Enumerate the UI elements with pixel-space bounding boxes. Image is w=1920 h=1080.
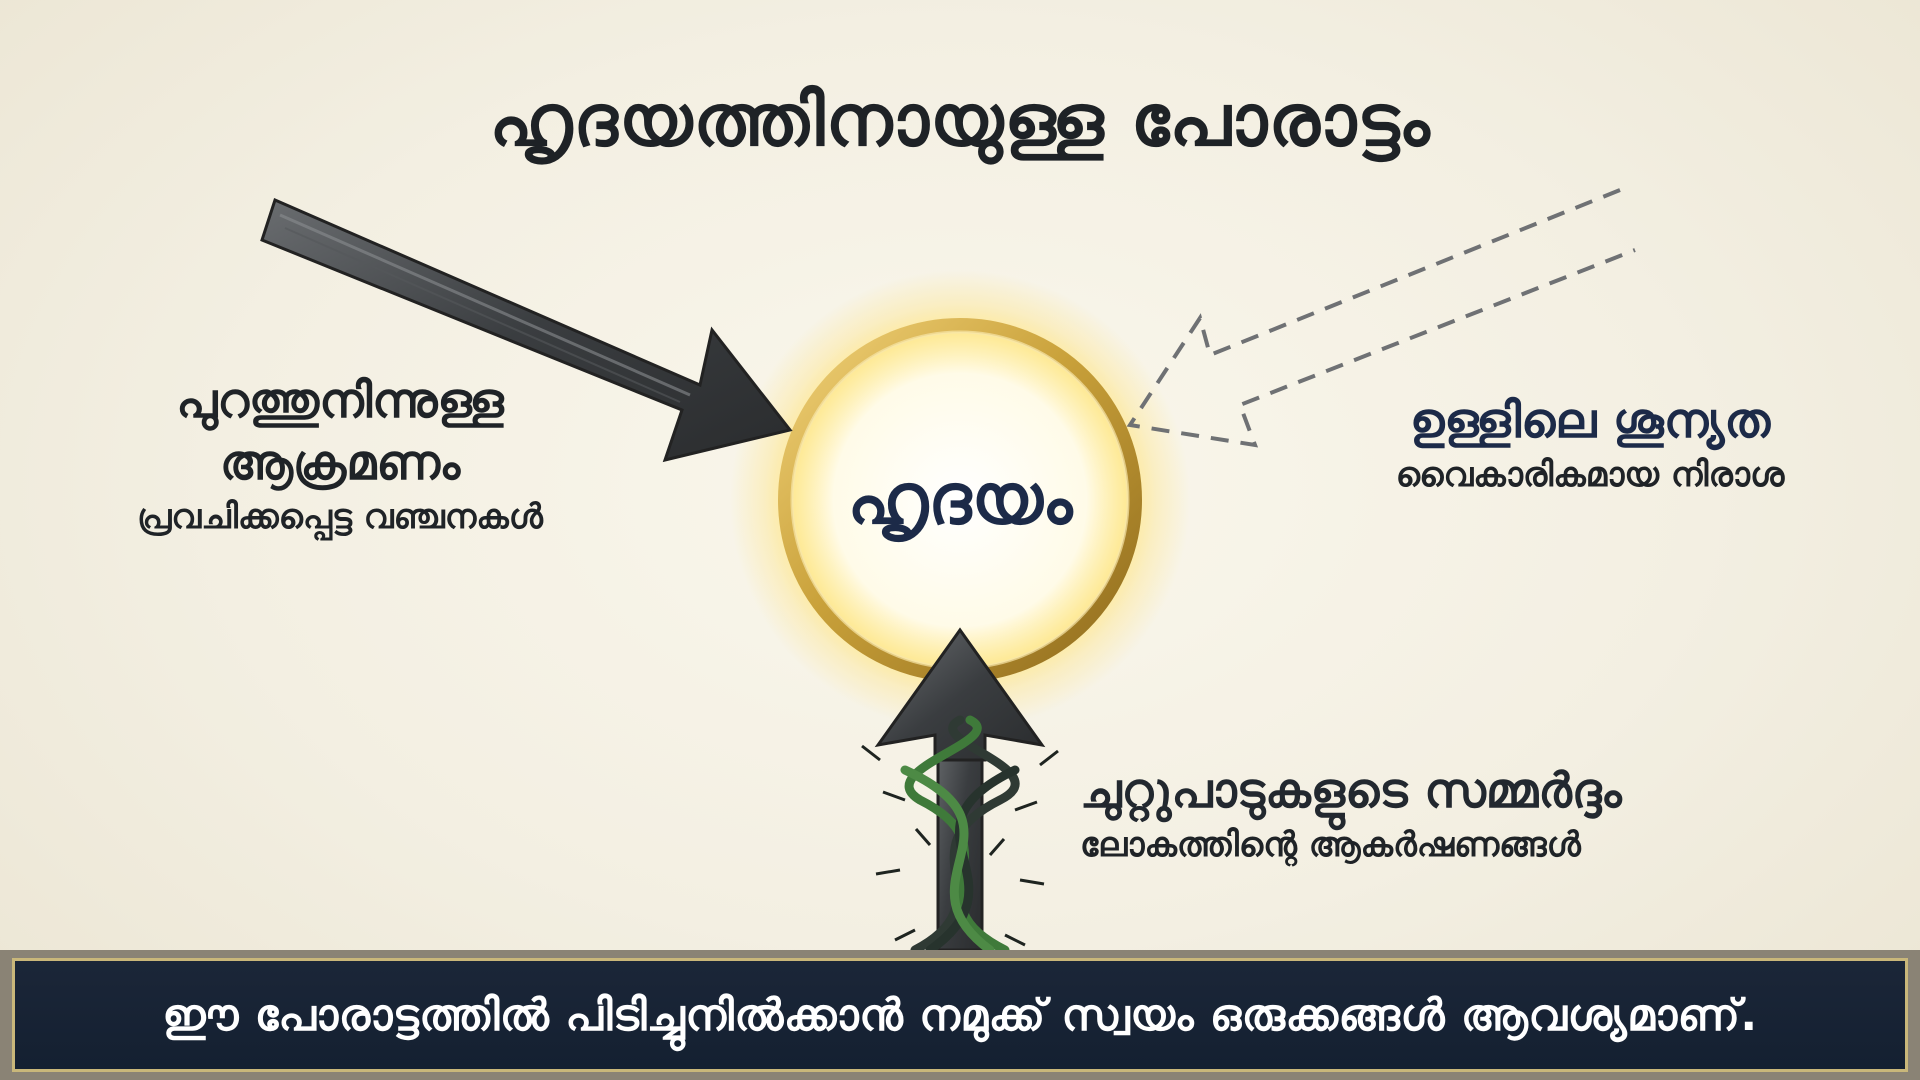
vine-thorns [861, 744, 1059, 947]
external-attack-block: പുറത്തുനിന്നുള്ള ആക്രമണം പ്രവചിക്കപ്പെട്… [80, 370, 600, 540]
void-arrow [1126, 188, 1636, 448]
footer-banner: ഈ പോരാട്ടത്തിൽ പിടിച്ചുനിൽക്കാൻ നമുക്ക് … [0, 950, 1920, 1080]
footer-banner-panel: ഈ പോരാട്ടത്തിൽ പിടിച്ചുനിൽക്കാൻ നമുക്ക് … [12, 958, 1908, 1072]
inner-void-heading: ഉള്ളിലെ ശൂന്യത [1409, 393, 1771, 449]
pressure-subtitle: ലോകത്തിന്റെ ആകർഷണങ്ങൾ [1080, 825, 1581, 865]
thorny-vines [900, 715, 1020, 955]
external-attack-heading-line2: ആക്രമണം [219, 435, 461, 491]
pressure-heading: ചുറ്റുപാടുകളുടെ സമ്മർദ്ദം [1080, 763, 1622, 819]
heart-label: ഹൃദയം [847, 458, 1073, 540]
external-attack-heading-line1: പുറത്തുനിന്നുള്ള [176, 373, 504, 429]
pressure-block: ചുറ്റുപാടുകളുടെ സമ്മർദ്ദം ലോകത്തിന്റെ ആക… [1080, 760, 1780, 868]
inner-void-block: ഉള്ളിലെ ശൂന്യത വൈകാരികമായ നിരാശ [1330, 390, 1850, 498]
external-attack-subtitle: പ്രവചിക്കപ്പെട്ട വഞ്ചനകൾ [137, 497, 543, 537]
inner-void-subtitle: വൈകാരികമായ നിരാശ [1395, 455, 1785, 495]
footer-banner-text: ഈ പോരാട്ടത്തിൽ പിടിച്ചുനിൽക്കാൻ നമുക്ക് … [162, 989, 1758, 1041]
attack-arrow [260, 197, 793, 463]
heart-glow [730, 270, 1190, 730]
page-title: ഹൃദയത്തിനായുള്ള പോരാട്ടം [489, 78, 1431, 162]
